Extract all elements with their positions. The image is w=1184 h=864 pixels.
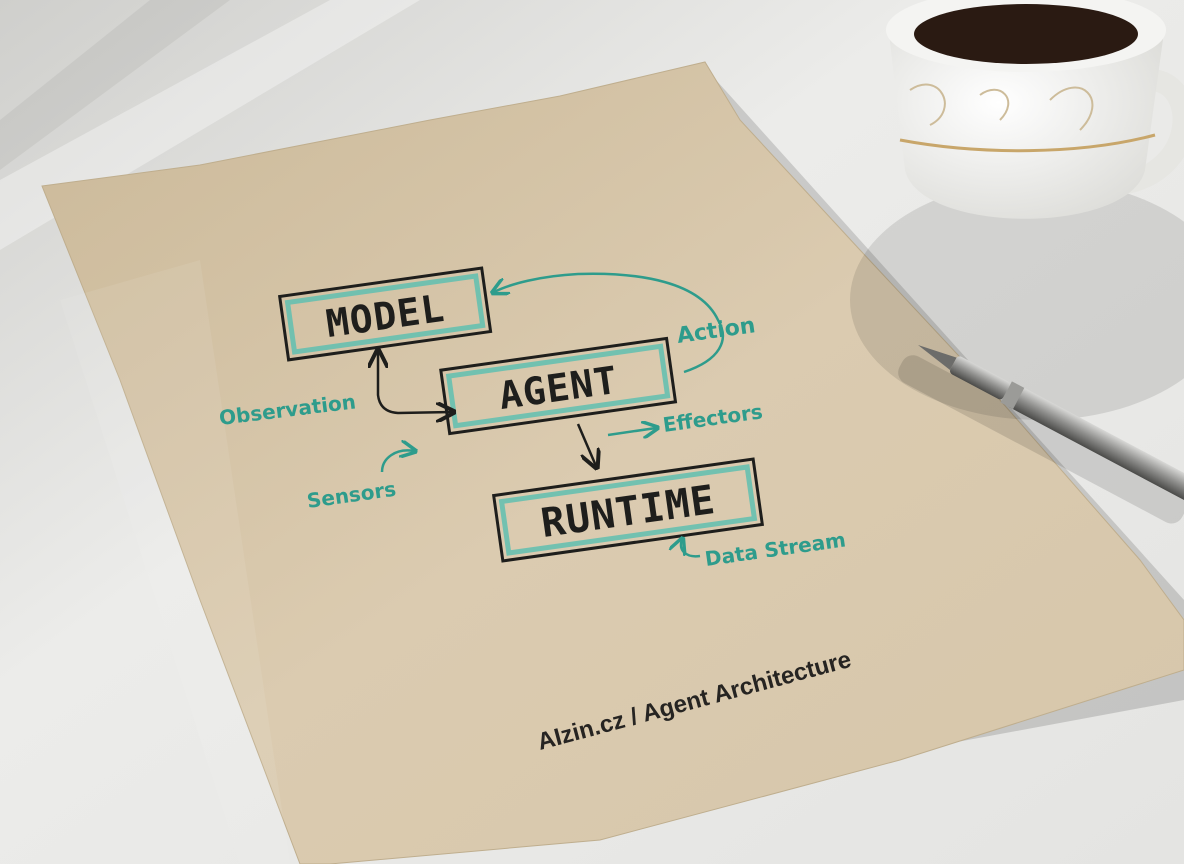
coffee-cup <box>886 0 1184 219</box>
paper-light-band <box>60 260 290 864</box>
arrow-sensors <box>380 450 414 473</box>
paper-sheet <box>41 61 1184 864</box>
arrow-agent-runtime <box>576 423 596 466</box>
arrow-effectors <box>607 428 656 435</box>
arrow-action-loop <box>494 272 725 374</box>
node-agent: AGENT <box>439 336 678 436</box>
window-shadow-band <box>0 0 230 170</box>
cup-shadow <box>850 180 1184 420</box>
arrow-data-stream <box>681 540 701 558</box>
arrow-model-agent <box>378 352 452 413</box>
fountain-pen <box>898 345 1184 524</box>
